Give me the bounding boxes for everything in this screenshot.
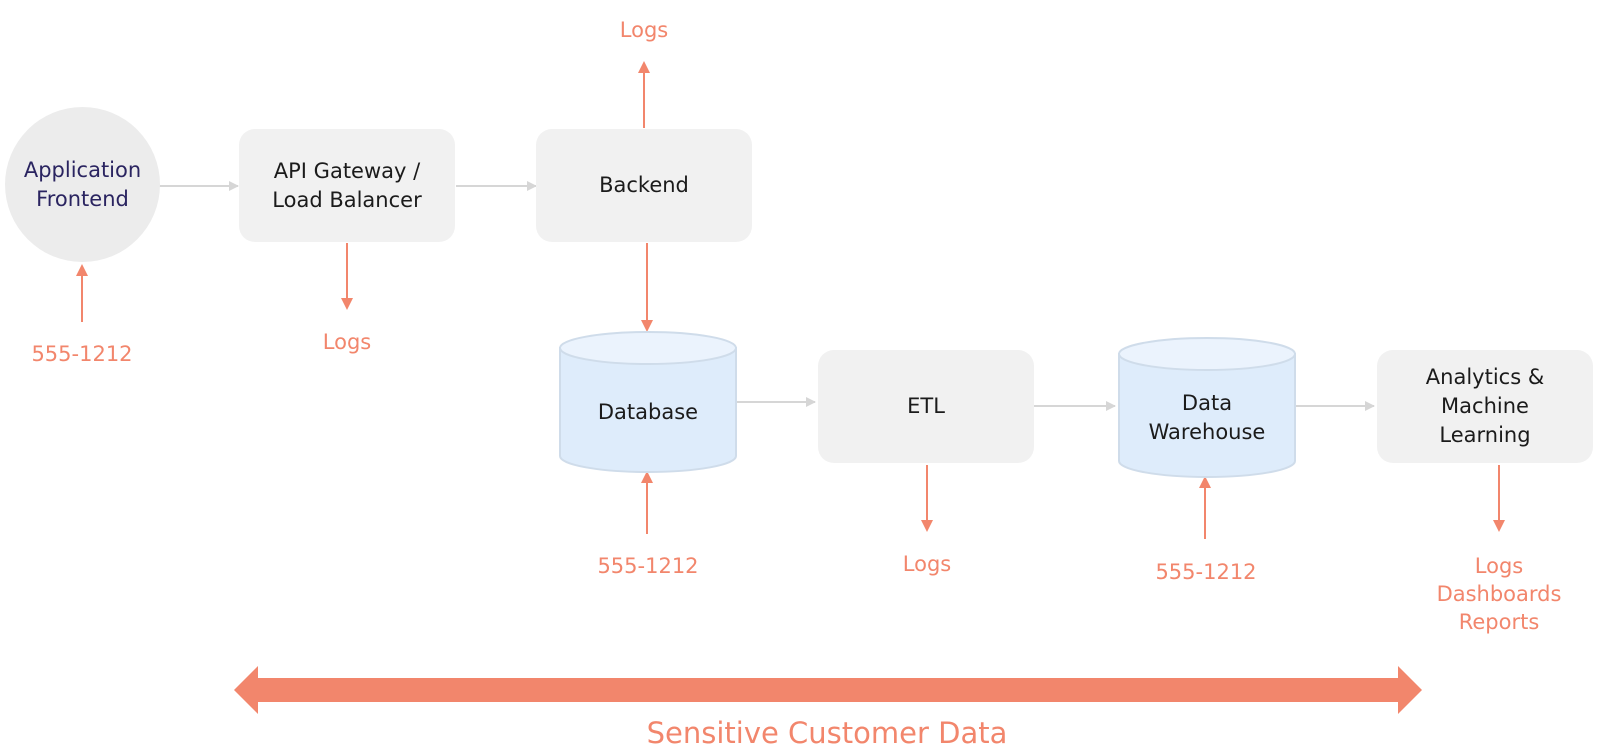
sensitive-data-band (234, 666, 1422, 714)
analytics-line-2: Machine (1441, 394, 1529, 418)
database-node: Database (560, 366, 736, 458)
analytics-outputs-label: Logs Dashboards Reports (1409, 552, 1589, 636)
warehouse-line-2: Warehouse (1148, 420, 1266, 444)
backend-logs-label: Logs (619, 18, 669, 42)
analytics-output-reports: Reports (1458, 610, 1540, 634)
warehouse-input-label: 555-1212 (1155, 560, 1257, 584)
frontend-line-1: Application (23, 157, 142, 182)
analytics-line-1: Analytics & (1425, 365, 1545, 389)
backend-line-1: Backend (599, 173, 689, 197)
sensitive-data-banner: Sensitive Customer Data (646, 716, 1008, 750)
gateway-line-1: API Gateway / (273, 158, 421, 183)
backend-node: Backend (536, 129, 752, 242)
warehouse-line-1: Data (1181, 391, 1233, 415)
analytics-output-dashboards: Dashboards (1436, 582, 1562, 606)
etl-logs-label: Logs (902, 552, 952, 576)
warehouse-cylinder (1118, 337, 1296, 478)
gateway-logs-label: Logs (322, 330, 372, 354)
api-gateway-node: API Gateway / Load Balancer (239, 129, 455, 242)
analytics-ml-node: Analytics & Machine Learning (1377, 350, 1593, 463)
application-frontend-node: Application Frontend (5, 107, 160, 262)
etl-node: ETL (818, 350, 1034, 463)
data-warehouse-node: Data Warehouse (1119, 372, 1295, 464)
gateway-line-2: Load Balancer (272, 187, 422, 212)
database-input-label: 555-1212 (597, 554, 699, 578)
etl-line-1: ETL (907, 394, 945, 418)
database-line-1: Database (597, 399, 699, 424)
database-cylinder (559, 331, 737, 473)
analytics-line-3: Learning (1439, 423, 1531, 447)
analytics-output-logs: Logs (1474, 554, 1524, 578)
frontend-input-label: 555-1212 (31, 342, 133, 366)
frontend-line-2: Frontend (36, 186, 129, 211)
